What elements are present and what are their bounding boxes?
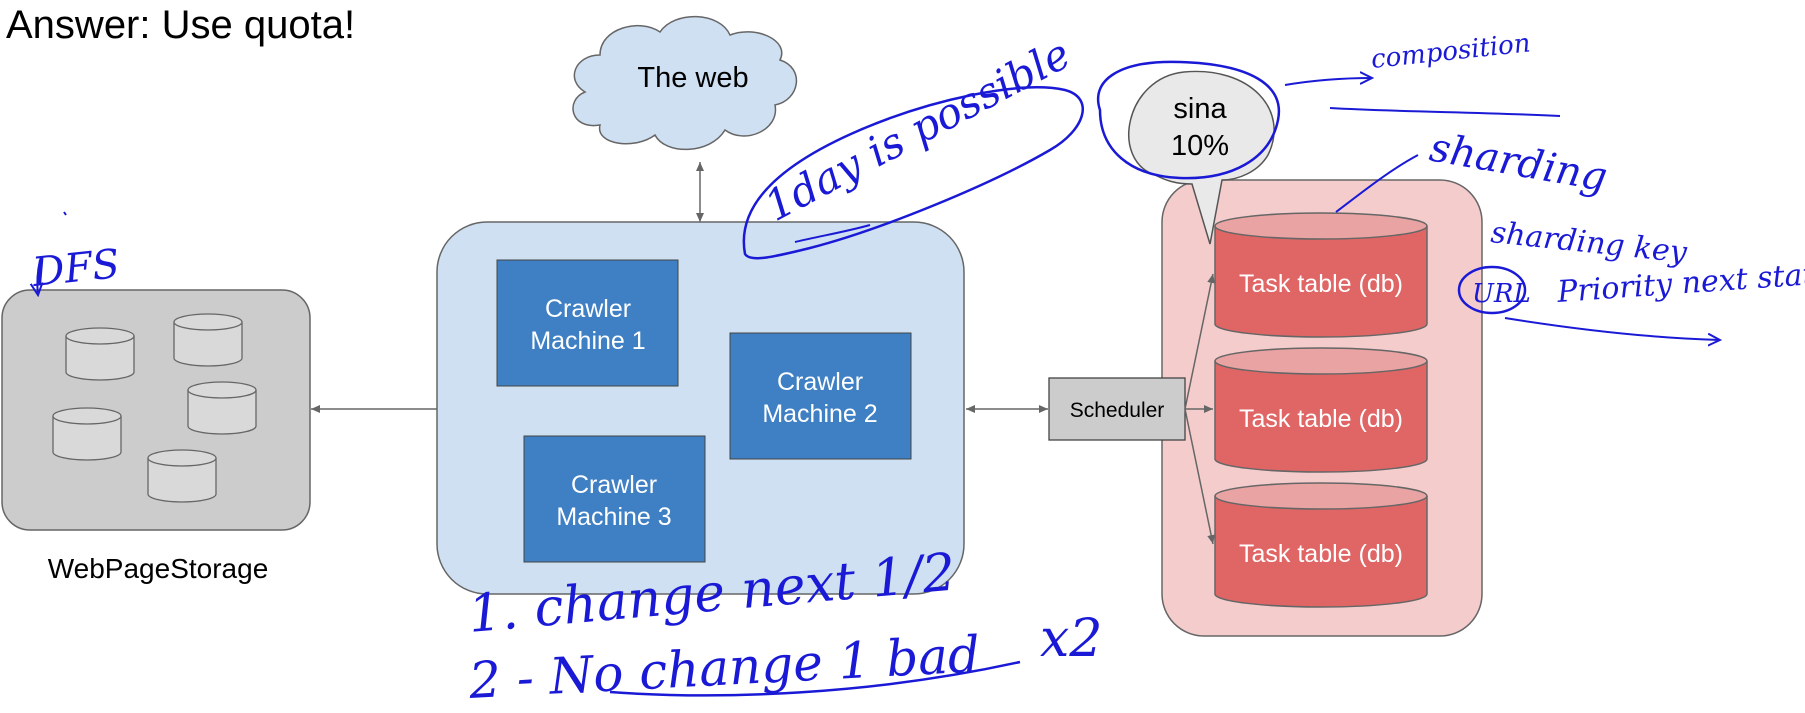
storage-cylinder: [187, 381, 257, 435]
webpage-storage: [1, 289, 311, 531]
one-day-note: 1day is possible: [757, 29, 1078, 231]
crawler-label: Machine 3: [556, 503, 671, 531]
task-table-db: Task table (db): [1214, 347, 1428, 473]
quota-bubble: sina 10%: [1128, 70, 1275, 245]
task-table-db: Task table (db): [1214, 482, 1428, 608]
crawler-machine-3: Crawler Machine 3: [523, 435, 706, 563]
crawler-label: Machine 1: [530, 327, 645, 355]
storage-label: WebPageStorage: [48, 553, 269, 584]
crawler-label: Machine 2: [762, 400, 877, 428]
page-title: Answer: Use quota!: [6, 3, 355, 47]
storage-cylinder: [173, 313, 243, 367]
scheduler-box: Scheduler: [1048, 377, 1186, 441]
scheduler-table-arrow: [1184, 408, 1216, 545]
crawler-label: Crawler: [777, 368, 863, 396]
storage-cylinder: [65, 327, 135, 381]
sharding-key-note: sharding key: [1489, 215, 1689, 270]
composition-note: composition: [1370, 28, 1532, 75]
web-cloud: The web: [572, 15, 797, 151]
quota-percent: 10%: [1171, 130, 1229, 162]
storage-cylinder: [52, 407, 122, 461]
scheduler-table-arrow: [1184, 273, 1216, 410]
scheduler-label: Scheduler: [1070, 399, 1165, 422]
crawler-label: Crawler: [545, 295, 631, 323]
url-note: URL: [1472, 279, 1531, 309]
web-label: The web: [637, 62, 748, 94]
task-table-label: Task table (db): [1239, 270, 1403, 298]
quota-name: sina: [1173, 93, 1227, 125]
task-table-db: Task table (db): [1214, 212, 1428, 338]
quota-circle: [1097, 60, 1281, 180]
crawler-machine-1: Crawler Machine 1: [496, 259, 679, 387]
task-table-label: Task table (db): [1239, 405, 1403, 433]
crawler-label: Crawler: [571, 471, 657, 499]
storage-cylinder: [147, 449, 217, 503]
task-table-label: Task table (db): [1239, 540, 1403, 568]
crawler-machine-2: Crawler Machine 2: [729, 332, 912, 460]
one-day-loop: [742, 86, 1084, 260]
dfs-note: DFS: [29, 241, 122, 296]
x2-note: x2: [1040, 609, 1102, 669]
